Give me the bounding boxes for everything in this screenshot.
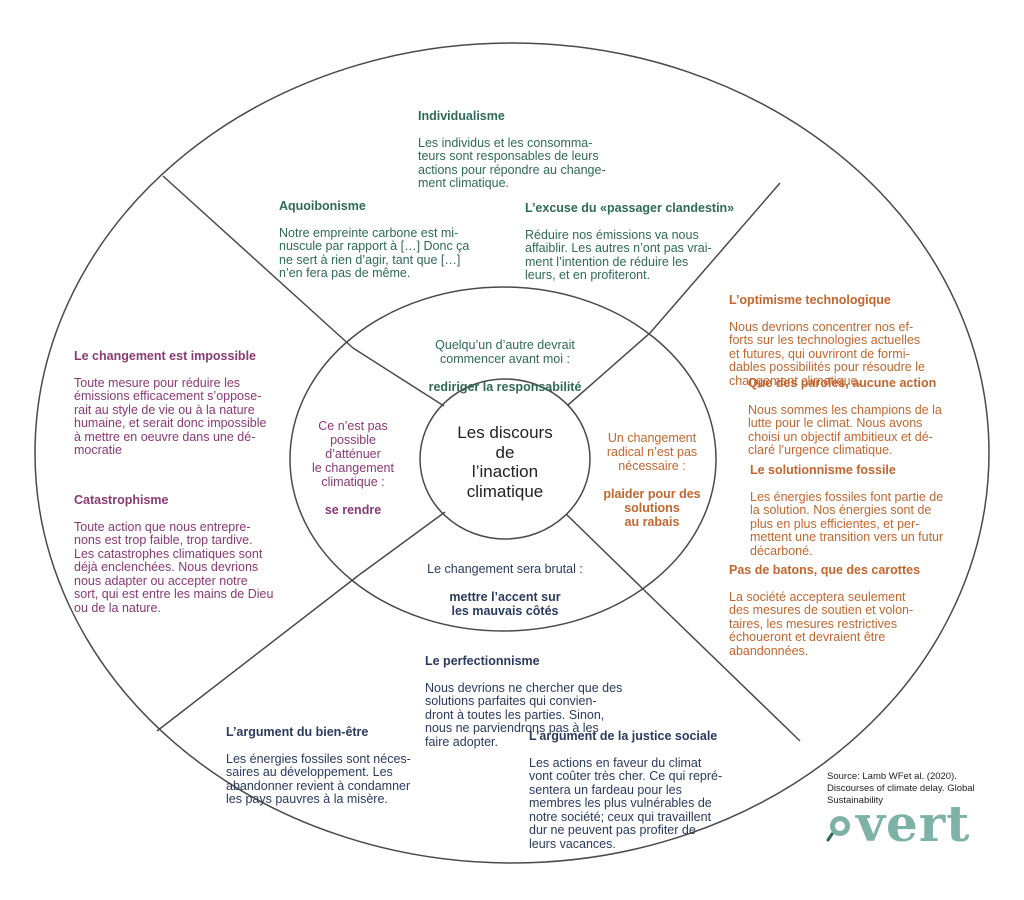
bien-etre-text: Les énergies fossiles sont néces- saires… [226, 751, 411, 806]
block-passager: L’excuse du «passager clandestin» Réduir… [525, 188, 765, 296]
inner-bottom-normal: Le changement sera brutal : [427, 562, 583, 576]
solutionnisme-text: Les énergies fossiles font partie de la … [750, 489, 944, 558]
catastrophisme-text: Toute action que nous entrepre- nons est… [74, 519, 274, 615]
optimisme-title: L’optimisme technologique [729, 292, 891, 307]
catastrophisme-title: Catastrophisme [74, 492, 169, 507]
perfectionnisme-text: Nous devrions ne chercher que des soluti… [425, 680, 623, 749]
impossible-text: Toute mesure pour réduire les émissions … [74, 375, 267, 457]
logo-wordmark: vert [856, 794, 971, 853]
inner-right-normal: Un changement radical n’est pas nécessai… [606, 431, 698, 473]
divider-bottom-right-outer [643, 589, 801, 742]
aquoibonisme-title: Aquoibonisme [279, 198, 366, 213]
block-catastrophisme: Catastrophisme Toute action que nous ent… [74, 480, 314, 629]
batons-title: Pas de batons, que des carottes [729, 562, 921, 577]
center-ellipse [419, 378, 591, 540]
center-title: Les discours de l’inaction climatique [457, 423, 553, 501]
source-citation: Source: Lamb WFet al. (2020). Discourses… [827, 771, 975, 806]
justice-text: Les actions en faveur du climat vont coû… [529, 755, 723, 851]
block-individualisme: Individualisme Les individus et les cons… [418, 96, 658, 204]
impossible-title: Le changement est impossible [74, 348, 256, 363]
passager-text: Réduire nos émissions va nous affaiblir.… [525, 227, 712, 282]
divider-bottom-left-outer [156, 574, 360, 732]
inner-top-normal: Quelqu’un d’autre devrait commencer avan… [435, 338, 575, 366]
block-aquoibonisme: Aquoibonisme Notre empreinte carbone est… [279, 186, 509, 294]
block-optimisme: L’optimisme technologique Nous devrions … [729, 280, 979, 402]
inner-left-bold: se rendre [324, 503, 382, 517]
divider-top-right-outer [649, 182, 781, 334]
passager-title: L’excuse du «passager clandestin» [525, 200, 735, 215]
inner-left-normal: Ce n’est pas possible d’atténuer le chan… [311, 419, 394, 489]
inner-bottom-label: Le changement sera brutal : mettre l’acc… [400, 548, 610, 632]
justice-title: L’argument de la justice sociale [529, 728, 718, 743]
divider-bottom-left-inner [358, 511, 446, 576]
block-batons: Pas de batons, que des carottes La socié… [729, 550, 969, 672]
divider-bottom-right-inner [565, 513, 645, 591]
solutionnisme-title: Le solutionnisme fossile [750, 462, 896, 477]
inner-top-bold: rediriger la responsabilité [428, 380, 582, 394]
divider-top-left-inner [352, 347, 445, 407]
individualisme-text: Les individus et les consomma- teurs son… [418, 135, 606, 190]
outer-ellipse [34, 42, 990, 864]
bien-etre-title: L’argument du bien-être [226, 724, 369, 739]
paroles-text: Nous sommes les champions de la lutte po… [748, 402, 942, 457]
inner-right-bold: plaider pour des solutions au rabais [603, 487, 701, 529]
optimisme-text: Nous devrions concentrer nos ef- forts s… [729, 319, 925, 388]
block-bien-etre: L’argument du bien-être Les énergies fos… [226, 712, 456, 820]
inner-left-label: Ce n’est pas possible d’atténuer le chan… [298, 405, 408, 531]
block-paroles: Que des paroles, aucune action Nous somm… [748, 363, 988, 471]
block-perfectionnisme: Le perfectionnisme Nous devrions ne cher… [425, 641, 665, 763]
leaf-magnifier-icon [826, 816, 850, 842]
divider-top-left-outer [162, 175, 354, 349]
inner-bottom-bold: mettre l’accent sur les mauvais côtés [449, 590, 561, 618]
batons-text: La société accepterа seulement des mesur… [729, 589, 914, 658]
aquoibonisme-text: Notre empreinte carbone est mi- nuscule … [279, 225, 470, 280]
perfectionnisme-title: Le perfectionnisme [425, 653, 540, 668]
block-solutionnisme: Le solutionnisme fossile Les énergies fo… [750, 450, 990, 572]
inner-right-label: Un changement radical n’est pas nécessai… [596, 417, 708, 543]
inner-top-label: Quelqu’un d’autre devrait commencer avan… [405, 324, 605, 408]
individualisme-title: Individualisme [418, 108, 505, 123]
divider-top-right-inner [567, 332, 651, 406]
block-impossible: Le changement est impossible Toute mesur… [74, 336, 314, 471]
paroles-title: Que des paroles, aucune action [748, 375, 937, 390]
middle-ellipse [289, 286, 717, 632]
block-justice: L’argument de la justice sociale Les act… [529, 716, 769, 865]
vert-logo: vert [826, 794, 996, 853]
